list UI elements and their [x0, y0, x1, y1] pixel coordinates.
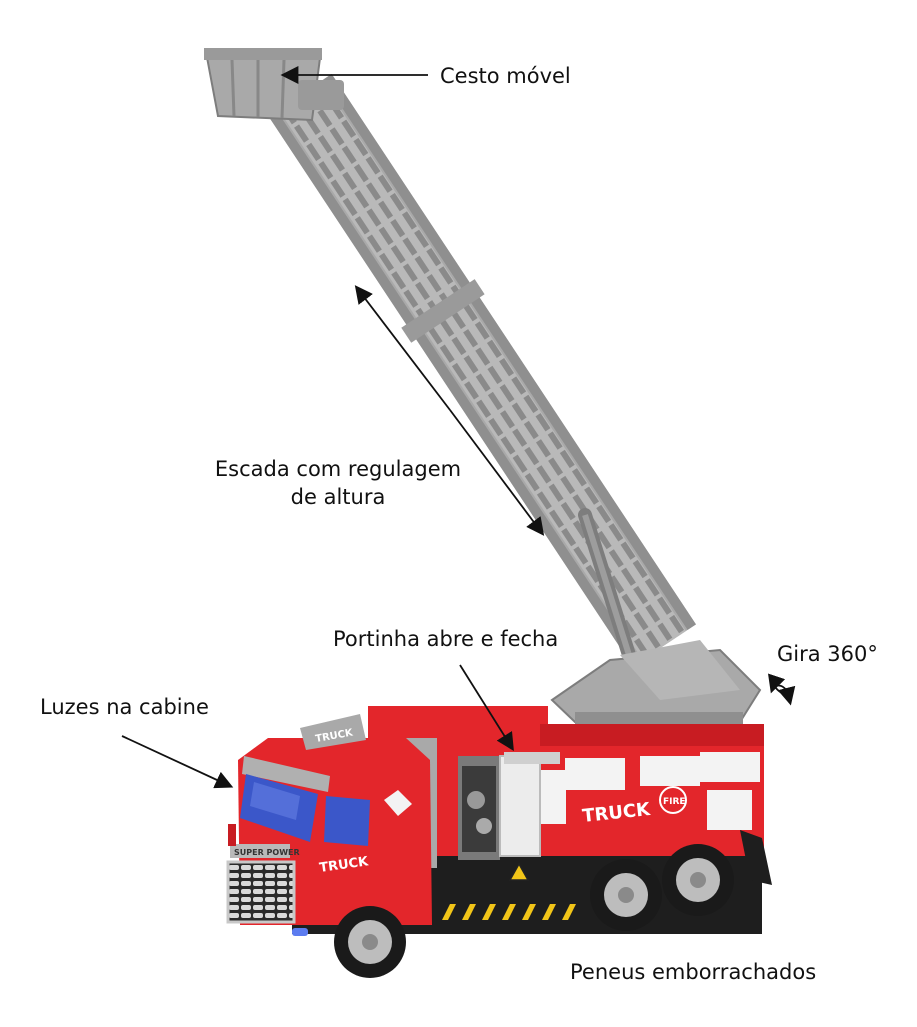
fire-badge-circle [659, 786, 687, 814]
side-window [324, 796, 370, 846]
label-ladder: Escada com regulagem de altura [208, 455, 468, 511]
grille-badge: SUPER POWER [234, 848, 300, 857]
roof-sign [300, 714, 366, 750]
headlight [292, 928, 308, 936]
wheels [334, 844, 734, 978]
turntable [550, 640, 762, 726]
arrow-ladder-up [354, 285, 451, 411]
fire-badge: FIRE [663, 797, 686, 807]
truck: TRUCK FIRE TRUCK SUPER POWER TRUCK [226, 706, 772, 978]
warning-sign [508, 862, 530, 881]
rear-outrigger [740, 830, 772, 885]
arrow-door [459, 664, 514, 752]
label-lights: Luzes na cabine [40, 695, 209, 719]
grille [226, 860, 296, 924]
arrow-ladder-down [449, 409, 545, 536]
label-door: Portinha abre e fecha [333, 627, 559, 651]
cab: TRUCK SUPER POWER TRUCK [226, 714, 432, 936]
cab-truck-logo: TRUCK [318, 854, 370, 876]
rotate-icon [775, 685, 796, 706]
label-ladder-line2: de altura [290, 485, 386, 509]
label-rotate: Gira 360° [777, 642, 878, 666]
wheel-front [334, 906, 406, 978]
annotation-arrows [121, 66, 796, 789]
movable-basket [204, 48, 344, 122]
label-tires: Peneus emborrachados [570, 960, 817, 984]
wheel-rear [662, 844, 734, 916]
label-ladder-line1: Escada com regulagem [214, 457, 462, 481]
hazard-stripe [442, 904, 576, 920]
arrow-lights [121, 735, 234, 789]
label-basket: Cesto móvel [440, 64, 571, 88]
wheel-middle [590, 859, 662, 931]
ladder [268, 74, 762, 726]
